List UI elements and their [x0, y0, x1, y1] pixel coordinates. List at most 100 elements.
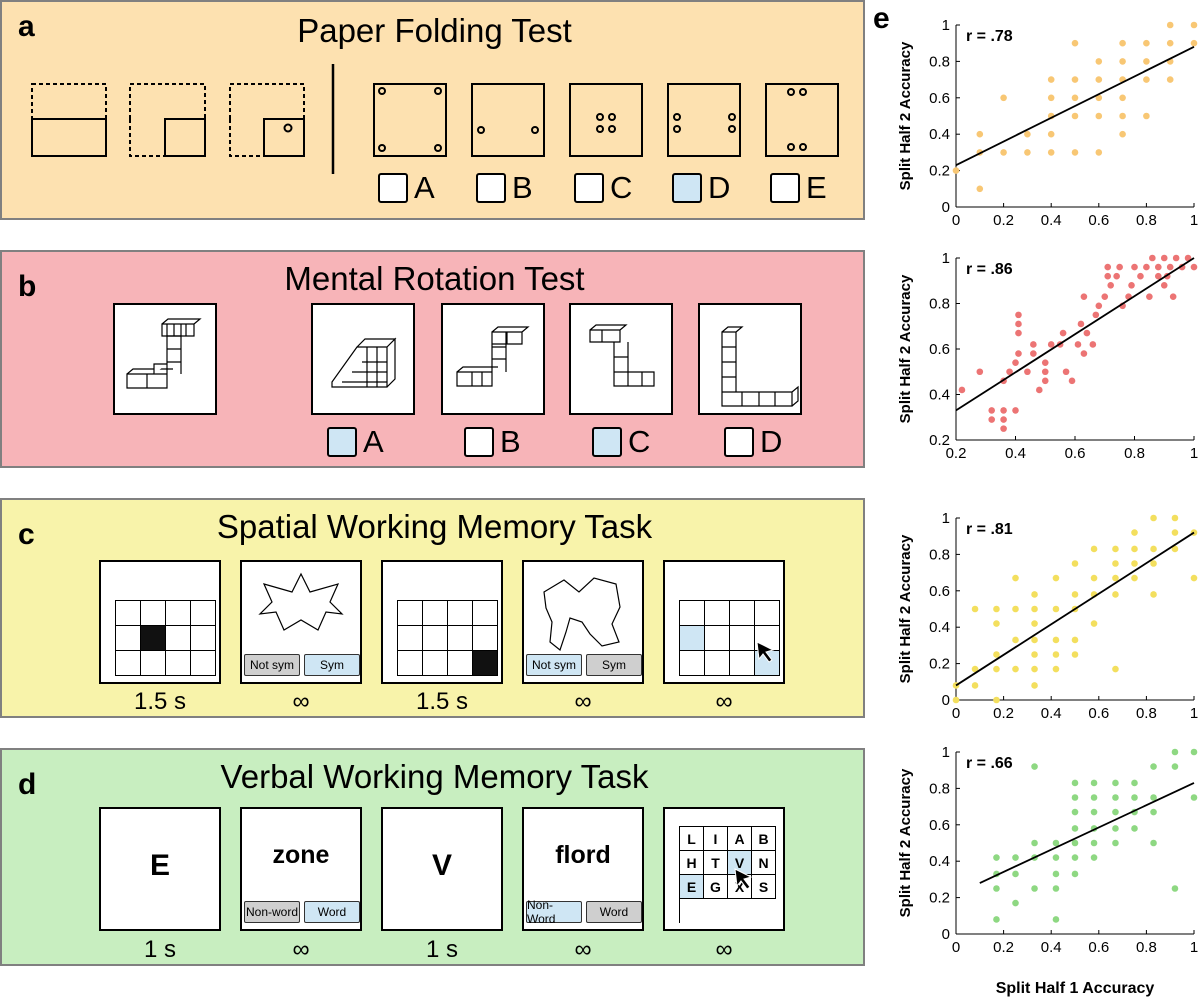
option-label: A	[363, 424, 384, 459]
data-point	[1071, 560, 1079, 567]
x-tick-label: 0.2	[993, 212, 1014, 229]
data-point	[1012, 574, 1019, 582]
data-point	[1171, 885, 1179, 892]
letter-cell[interactable]: N	[752, 851, 776, 875]
x-tick-label: 0.6	[1088, 939, 1109, 956]
data-point	[1146, 293, 1153, 300]
checkbox[interactable]	[464, 427, 494, 457]
data-point	[993, 651, 1000, 658]
option-c[interactable]: C	[592, 424, 650, 460]
not-sym-button[interactable]: Not sym	[244, 654, 300, 676]
letter-cell[interactable]: B	[752, 827, 776, 851]
data-point	[1184, 254, 1192, 262]
duration-label: 1.5 s	[133, 688, 187, 715]
x-tick-label: 0	[952, 705, 960, 722]
panel-b-mental-rotation: b Mental Rotation Test A B	[0, 250, 865, 468]
sym-button[interactable]: Sym	[586, 654, 642, 676]
letter-cell[interactable]: T	[704, 851, 728, 875]
option-label: A	[414, 170, 435, 205]
x-tick-label: 0.4	[1005, 445, 1026, 462]
data-point	[1131, 529, 1138, 536]
option-d[interactable]: D	[672, 170, 730, 206]
option-c[interactable]: C	[574, 170, 632, 206]
checkbox-selected[interactable]	[327, 427, 357, 457]
letter-cell[interactable]: L	[680, 827, 704, 851]
word-button[interactable]: Word	[304, 901, 360, 923]
data-point	[1112, 825, 1119, 832]
data-point	[1071, 825, 1079, 832]
checkbox-selected[interactable]	[592, 427, 622, 457]
checkbox-selected[interactable]	[672, 173, 702, 203]
letter-cell[interactable]: I	[704, 827, 728, 851]
non-word-button[interactable]: Non-Word	[526, 898, 582, 926]
data-point	[993, 916, 1000, 923]
data-point	[952, 167, 960, 174]
y-tick-label: 0.6	[929, 341, 950, 358]
x-tick-label: 0	[952, 212, 960, 229]
data-point	[1012, 870, 1019, 878]
data-point	[1112, 574, 1119, 582]
data-point	[1030, 341, 1037, 348]
not-sym-button[interactable]: Not sym	[526, 654, 582, 676]
checkbox[interactable]	[574, 173, 604, 203]
duration-label: 1 s	[425, 936, 458, 963]
data-point	[1090, 620, 1098, 627]
data-point	[1112, 779, 1119, 787]
option-d[interactable]: D	[724, 424, 782, 460]
option-a[interactable]: A	[327, 424, 384, 460]
data-point	[1095, 302, 1103, 310]
data-point	[1006, 368, 1013, 376]
data-point	[1068, 377, 1076, 385]
option-b[interactable]: B	[464, 424, 521, 460]
data-point	[1031, 885, 1038, 892]
data-point	[1071, 76, 1079, 83]
data-point	[1112, 794, 1119, 801]
y-tick-label: 1	[942, 250, 950, 267]
y-tick-label: 0	[942, 692, 950, 709]
data-point	[1095, 149, 1103, 156]
paper-folding-illustration	[31, 64, 839, 174]
data-point	[1166, 263, 1174, 271]
data-point	[1131, 560, 1138, 567]
data-point	[1190, 748, 1198, 756]
data-point	[1119, 130, 1126, 138]
data-point	[1150, 560, 1157, 567]
data-point	[1071, 854, 1079, 861]
x-tick-label: 0.2	[946, 445, 967, 462]
data-point	[1137, 272, 1144, 280]
data-point	[1052, 651, 1060, 658]
data-point	[1131, 545, 1138, 553]
option-a[interactable]: A	[378, 170, 435, 206]
letter-cell[interactable]: A	[728, 827, 752, 851]
option-label: D	[708, 170, 731, 205]
data-point	[1143, 58, 1150, 65]
sym-button[interactable]: Sym	[304, 654, 360, 676]
y-tick-label: 0.2	[929, 656, 950, 673]
recall-card	[663, 560, 785, 684]
option-e[interactable]: E	[770, 170, 827, 206]
regression-line	[955, 531, 1195, 687]
panel-title: Spatial Working Memory Task	[216, 508, 653, 545]
non-word-button[interactable]: Non-word	[244, 901, 300, 923]
x-axis-label: Split Half 1 Accuracy	[996, 980, 1155, 997]
data-point	[1012, 605, 1019, 613]
checkbox[interactable]	[476, 173, 506, 203]
data-point	[1131, 794, 1138, 801]
letter-cell[interactable]: E	[680, 875, 704, 899]
letter-cell[interactable]: H	[680, 851, 704, 875]
checkbox[interactable]	[378, 173, 408, 203]
data-point	[1052, 839, 1060, 847]
data-point	[1047, 341, 1055, 348]
checkbox[interactable]	[724, 427, 754, 457]
data-point	[1012, 665, 1019, 673]
x-tick-label: 0.8	[1136, 939, 1157, 956]
checkbox[interactable]	[770, 173, 800, 203]
option-b[interactable]: B	[476, 170, 533, 206]
word-button[interactable]: Word	[586, 901, 642, 923]
duration-label: ∞	[292, 936, 310, 963]
data-point	[1062, 368, 1070, 376]
letter-cell[interactable]: S	[752, 875, 776, 899]
letter-cell[interactable]: G	[704, 875, 728, 899]
stimulus-word: zone	[272, 841, 330, 869]
